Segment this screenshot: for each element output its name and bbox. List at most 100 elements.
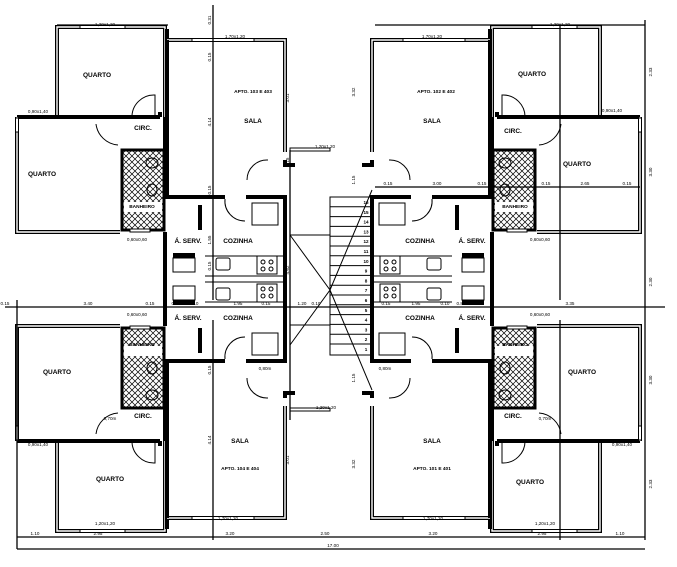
dimension-label: 1.15 xyxy=(351,175,356,184)
dimension-label: 0.85 xyxy=(457,301,466,306)
room-label-area-servico: Á. SERV. xyxy=(174,313,201,322)
dimension-label: 1.95 xyxy=(412,301,421,306)
room-label-cozinha: COZINHA xyxy=(405,238,435,245)
stair-step-number: 6 xyxy=(365,298,368,303)
door-label: 0,70m xyxy=(539,416,552,421)
dimension-label: 1.15 xyxy=(351,373,356,382)
stair-step-number: 7 xyxy=(365,288,368,293)
dimension-label: 2.65 xyxy=(581,181,590,186)
dimension-label: 3.40 xyxy=(84,301,93,306)
dimension-label: 2.95 xyxy=(538,531,547,536)
room-label-sala: SALA xyxy=(244,118,262,125)
dimension-label: 0.10 xyxy=(441,301,450,306)
dimension-label: 3.30 xyxy=(648,167,653,176)
apartment-title: APTO. 104 E 404 xyxy=(221,466,259,472)
apartment-title: APTO. 101 E 401 xyxy=(413,466,451,472)
room-label-banheiro: BANHEIRO xyxy=(502,342,528,348)
dimension-label: 1.95 xyxy=(234,301,243,306)
room-label-banheiro: BANHEIRO xyxy=(502,204,528,210)
dimension-label: 2.33 xyxy=(648,67,653,76)
window-label: 1,20x1,20 xyxy=(315,144,336,149)
dimension-label: 4.14 xyxy=(207,117,212,126)
apartment-title: APTO. 102 E 402 xyxy=(417,89,455,95)
dimension-label: 3.35 xyxy=(566,301,575,306)
room-label-sala: SALA xyxy=(231,438,249,445)
room-label-cozinha: COZINHA xyxy=(405,315,435,322)
stair-step-number: 13 xyxy=(363,229,369,234)
stair-step-number: 11 xyxy=(364,249,369,254)
dimension-label: 2.95 xyxy=(94,531,103,536)
dimension-label: 3.20 xyxy=(226,531,235,536)
window-label: 1,20x1,20 xyxy=(535,521,556,526)
dimension-label: 3.30 xyxy=(648,375,653,384)
stair-step-number: 4 xyxy=(365,318,368,323)
window-label: 0,60x0,60 xyxy=(127,312,148,317)
window-label: 1,70x1,20 xyxy=(422,34,443,39)
dimension-label: 0.31 xyxy=(207,15,212,24)
room-label-area-servico: Á. SERV. xyxy=(458,313,485,322)
dimension-label: 3.20 xyxy=(429,531,438,536)
door-label: 0,80m xyxy=(379,366,392,371)
dimension-label: 0.15 xyxy=(207,185,212,194)
window-label: 1,20x1,20 xyxy=(95,22,116,27)
dimension-label: 3.00 xyxy=(433,181,442,186)
room-label-circ: CIRC. xyxy=(504,413,522,420)
stair-step-number: 8 xyxy=(365,278,368,283)
room-label-banheiro: BANHEIRO xyxy=(129,204,155,210)
room-label-quarto: QUARTO xyxy=(518,71,546,78)
dimension-label: 0.15 xyxy=(207,52,212,61)
stair-step-number: 12 xyxy=(363,239,369,244)
dimension-label: 0.15 xyxy=(623,181,632,186)
dimension-label: 0.15 xyxy=(542,181,551,186)
window-label: 0,90x1,40 xyxy=(612,442,633,447)
window-label: 0,90x1,40 xyxy=(28,109,49,114)
room-label-cozinha: COZINHA xyxy=(223,315,253,322)
room-label-circ: CIRC. xyxy=(504,128,522,135)
dimension-label: 1.10 xyxy=(31,531,40,536)
dimension-label: 1.10 xyxy=(616,531,625,536)
room-label-area-servico: Á. SERV. xyxy=(458,236,485,245)
dimension-label: 1.20 xyxy=(298,301,307,306)
dimension-label: 3.01 xyxy=(285,455,290,464)
dimension-label: 3.01 xyxy=(285,93,290,102)
room-label-quarto: QUARTO xyxy=(516,479,544,486)
dimension-label: 0.15 xyxy=(262,301,271,306)
room-label-quarto: QUARTO xyxy=(43,369,71,376)
dimension-label: 0.15 xyxy=(207,365,212,374)
apartment-102-402-plan xyxy=(360,23,644,312)
room-label-quarto: QUARTO xyxy=(563,161,591,168)
door-label: 0,70m xyxy=(104,416,117,421)
door-label: 0,80m xyxy=(259,366,272,371)
window-label: 0,60x0,60 xyxy=(530,237,551,242)
window-label: 1,70x1,20 xyxy=(423,516,444,521)
stair-step-number: 9 xyxy=(365,269,368,274)
room-label-circ: CIRC. xyxy=(134,125,152,132)
stair-step-number: 3 xyxy=(365,327,368,332)
dimension-label: 0.15 xyxy=(478,181,487,186)
room-label-cozinha: COZINHA xyxy=(223,238,253,245)
window-label: 1,70x1,20 xyxy=(218,516,239,521)
room-label-circ: CIRC. xyxy=(134,413,152,420)
window-label: 1,20x1,20 xyxy=(550,22,571,27)
stair-step-number: 1 xyxy=(365,347,368,352)
dimension-label: 0.85 xyxy=(172,301,181,306)
apartment-104-404-plan xyxy=(13,246,297,535)
window-label: 1,70x1,20 xyxy=(225,34,246,39)
dimension-label: 0.15 xyxy=(207,261,212,270)
window-label: 1,20x1,20 xyxy=(95,521,116,526)
apartment-101-401-plan xyxy=(360,246,644,535)
dimension-label: 1.55 xyxy=(207,235,212,244)
window-label: 0,60x0,60 xyxy=(530,312,551,317)
dimension-label: 0.15 xyxy=(146,301,155,306)
room-label-quarto: QUARTO xyxy=(83,72,111,79)
room-label-quarto: QUARTO xyxy=(28,171,56,178)
dimension-label: 2.30 xyxy=(648,277,653,286)
room-label-sala: SALA xyxy=(423,118,441,125)
apartment-103-403-plan xyxy=(13,23,297,312)
dimension-label: 2.50 xyxy=(321,531,330,536)
dimension-label: 4.62 xyxy=(285,265,290,274)
stair-step-number: 15 xyxy=(363,210,369,215)
stair-step-number: 10 xyxy=(363,259,369,264)
room-label-quarto: QUARTO xyxy=(568,369,596,376)
